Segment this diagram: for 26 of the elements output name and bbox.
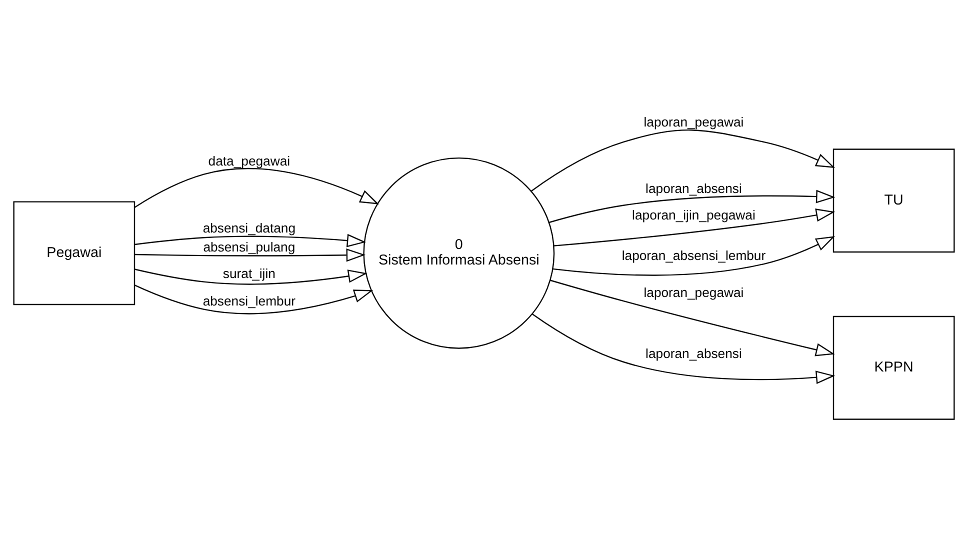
edge-label: laporan_absensi_lembur	[622, 248, 766, 264]
arrow	[550, 280, 835, 356]
arrow	[134, 168, 380, 208]
node-box: TU	[832, 148, 955, 253]
node-box: KPPN	[832, 316, 955, 420]
edge-label: absensi_lembur	[202, 293, 296, 308]
arrow	[134, 284, 374, 314]
arrow	[134, 234, 366, 248]
arrow	[134, 268, 368, 285]
edge-label: absensi_datang	[202, 220, 296, 236]
arrow	[554, 208, 836, 246]
edge-label: laporan_pegawai	[644, 285, 744, 300]
node-circle: 0 Sistem Informasi Absensi	[363, 157, 555, 349]
edge-label: laporan_absensi	[646, 181, 742, 196]
edge-label: surat_ijin	[222, 266, 276, 282]
arrow	[134, 248, 366, 262]
edge-label: absensi_pulang	[203, 240, 296, 255]
node-box: Pegawai	[13, 201, 136, 306]
edge-label: laporan_ijin_pegawai	[632, 207, 756, 222]
edge-label: data_pegawai	[208, 154, 290, 169]
arrow	[532, 313, 836, 384]
edge-label: laporan_absensi	[646, 346, 742, 362]
edge-label: laporan_pegawai	[644, 114, 744, 130]
arrow	[548, 190, 836, 224]
arrow	[552, 236, 835, 276]
arrow	[530, 130, 836, 192]
